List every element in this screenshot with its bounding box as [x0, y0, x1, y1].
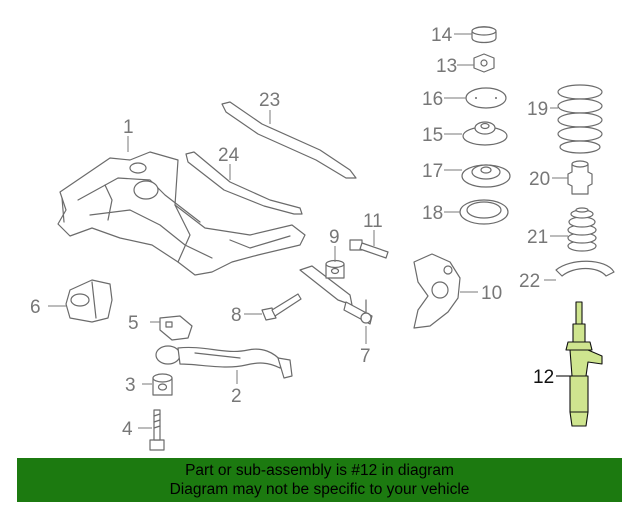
part-1-subframe	[57, 151, 306, 276]
callout-5: 5	[128, 313, 139, 334]
part-18-pad	[459, 199, 509, 225]
callout-10: 10	[481, 283, 502, 304]
callout-3: 3	[125, 375, 136, 396]
part-9-bushing	[325, 259, 345, 279]
part-17-spring-seat	[461, 164, 511, 188]
banner-line-2: Diagram may not be specific to your vehi…	[169, 481, 470, 498]
part-14-cap	[471, 26, 497, 44]
callout-7: 7	[360, 346, 371, 367]
callout-2: 2	[231, 386, 242, 407]
banner-line-1: Part or sub-assembly is #12 in diagram	[185, 462, 454, 479]
callout-1: 1	[123, 117, 134, 138]
part-24-brace	[185, 151, 303, 215]
callout-12: 12	[533, 367, 554, 388]
part-13-nut	[473, 53, 495, 73]
part-7-tie-rod	[299, 265, 373, 325]
part-2-control-arm	[155, 345, 293, 379]
callout-13: 13	[436, 56, 457, 77]
part-20-bump-stop	[567, 160, 593, 195]
callout-15: 15	[422, 125, 443, 146]
part-11-bolt	[349, 239, 389, 259]
callout-11: 11	[363, 211, 383, 232]
part-22-arc	[555, 260, 615, 277]
part-19-coil-spring	[557, 84, 603, 154]
callout-numbers: 1 2 3 4 5 6 7 8 9 10 11 12 13 14 15 16 1…	[30, 25, 554, 440]
part-5-bracket	[159, 315, 193, 341]
part-21-dust-boot	[567, 207, 597, 252]
callout-22: 22	[519, 271, 540, 292]
callout-8: 8	[231, 305, 242, 326]
callout-23: 23	[259, 90, 280, 111]
callout-18: 18	[422, 203, 443, 224]
callout-20: 20	[529, 169, 550, 190]
part-3-bushing	[152, 373, 173, 396]
callout-17: 17	[422, 161, 443, 182]
callout-21: 21	[527, 227, 548, 248]
callout-16: 16	[422, 89, 443, 110]
leader-lines	[48, 33, 572, 429]
part-23-brace	[221, 101, 357, 179]
callout-24: 24	[218, 145, 240, 166]
callout-4: 4	[122, 419, 133, 440]
callout-6: 6	[30, 297, 41, 318]
part-8-bolt	[261, 293, 302, 321]
fitment-banner: Part or sub-assembly is #12 in diagram D…	[17, 458, 622, 502]
part-16-plate	[465, 87, 507, 109]
part-6-mount	[65, 279, 113, 323]
callout-19: 19	[527, 99, 548, 120]
callout-14: 14	[431, 25, 453, 46]
part-4-bolt	[149, 409, 165, 451]
part-10-knuckle	[413, 253, 461, 329]
callout-9: 9	[329, 227, 340, 248]
part-15-strut-mount	[462, 121, 508, 146]
part-12-strut	[565, 301, 603, 427]
